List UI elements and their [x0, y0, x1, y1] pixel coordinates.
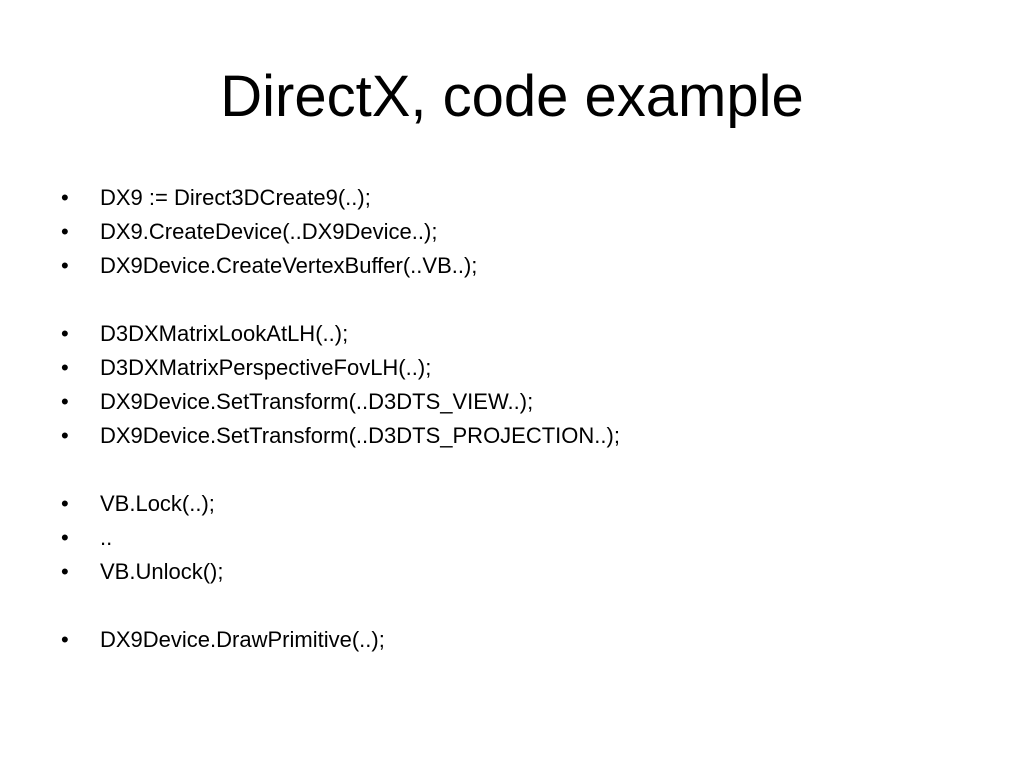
- slide-title: DirectX, code example: [220, 64, 804, 129]
- bullet-icon: •: [61, 389, 69, 414]
- bullet-text: VB.Unlock();: [100, 559, 224, 584]
- bullet-item: • ..: [58, 521, 998, 555]
- bullet-icon: •: [61, 491, 69, 516]
- bullet-text: DX9Device.CreateVertexBuffer(..VB..);: [100, 253, 478, 278]
- bullet-item: • D3DXMatrixPerspectiveFovLH(..);: [58, 351, 998, 385]
- bullet-text: D3DXMatrixPerspectiveFovLH(..);: [100, 355, 432, 380]
- bullet-text: D3DXMatrixLookAtLH(..);: [100, 321, 349, 346]
- bullet-text: DX9.CreateDevice(..DX9Device..);: [100, 219, 438, 244]
- bullet-item: • DX9Device.CreateVertexBuffer(..VB..);: [58, 249, 998, 283]
- bullet-icon: •: [61, 219, 69, 244]
- bullet-item: • D3DXMatrixLookAtLH(..);: [58, 317, 998, 351]
- bullet-text: DX9 := Direct3DCreate9(..);: [100, 185, 371, 210]
- bullet-icon: •: [61, 525, 69, 550]
- bullet-item: • DX9Device.SetTransform(..D3DTS_PROJECT…: [58, 419, 998, 453]
- bullet-list: • DX9 := Direct3DCreate9(..); • DX9.Crea…: [58, 181, 998, 657]
- bullet-text: ..: [100, 525, 113, 550]
- bullet-item: • DX9.CreateDevice(..DX9Device..);: [58, 215, 998, 249]
- bullet-text: DX9Device.SetTransform(..D3DTS_PROJECTIO…: [100, 423, 620, 448]
- bullet-text: VB.Lock(..);: [100, 491, 215, 516]
- bullet-text: DX9Device.SetTransform(..D3DTS_VIEW..);: [100, 389, 534, 414]
- bullet-text: DX9Device.DrawPrimitive(..);: [100, 627, 385, 652]
- bullet-item: • VB.Lock(..);: [58, 487, 998, 521]
- bullet-item: • DX9Device.SetTransform(..D3DTS_VIEW..)…: [58, 385, 998, 419]
- bullet-icon: •: [61, 423, 69, 448]
- bullet-icon: •: [61, 627, 69, 652]
- bullet-item: • VB.Unlock();: [58, 555, 998, 589]
- bullet-item: • DX9Device.DrawPrimitive(..);: [58, 623, 998, 657]
- bullet-icon: •: [61, 559, 69, 584]
- bullet-item: • DX9 := Direct3DCreate9(..);: [58, 181, 998, 215]
- bullet-icon: •: [61, 321, 69, 346]
- bullet-icon: •: [61, 253, 69, 278]
- bullet-icon: •: [61, 185, 69, 210]
- bullet-icon: •: [61, 355, 69, 380]
